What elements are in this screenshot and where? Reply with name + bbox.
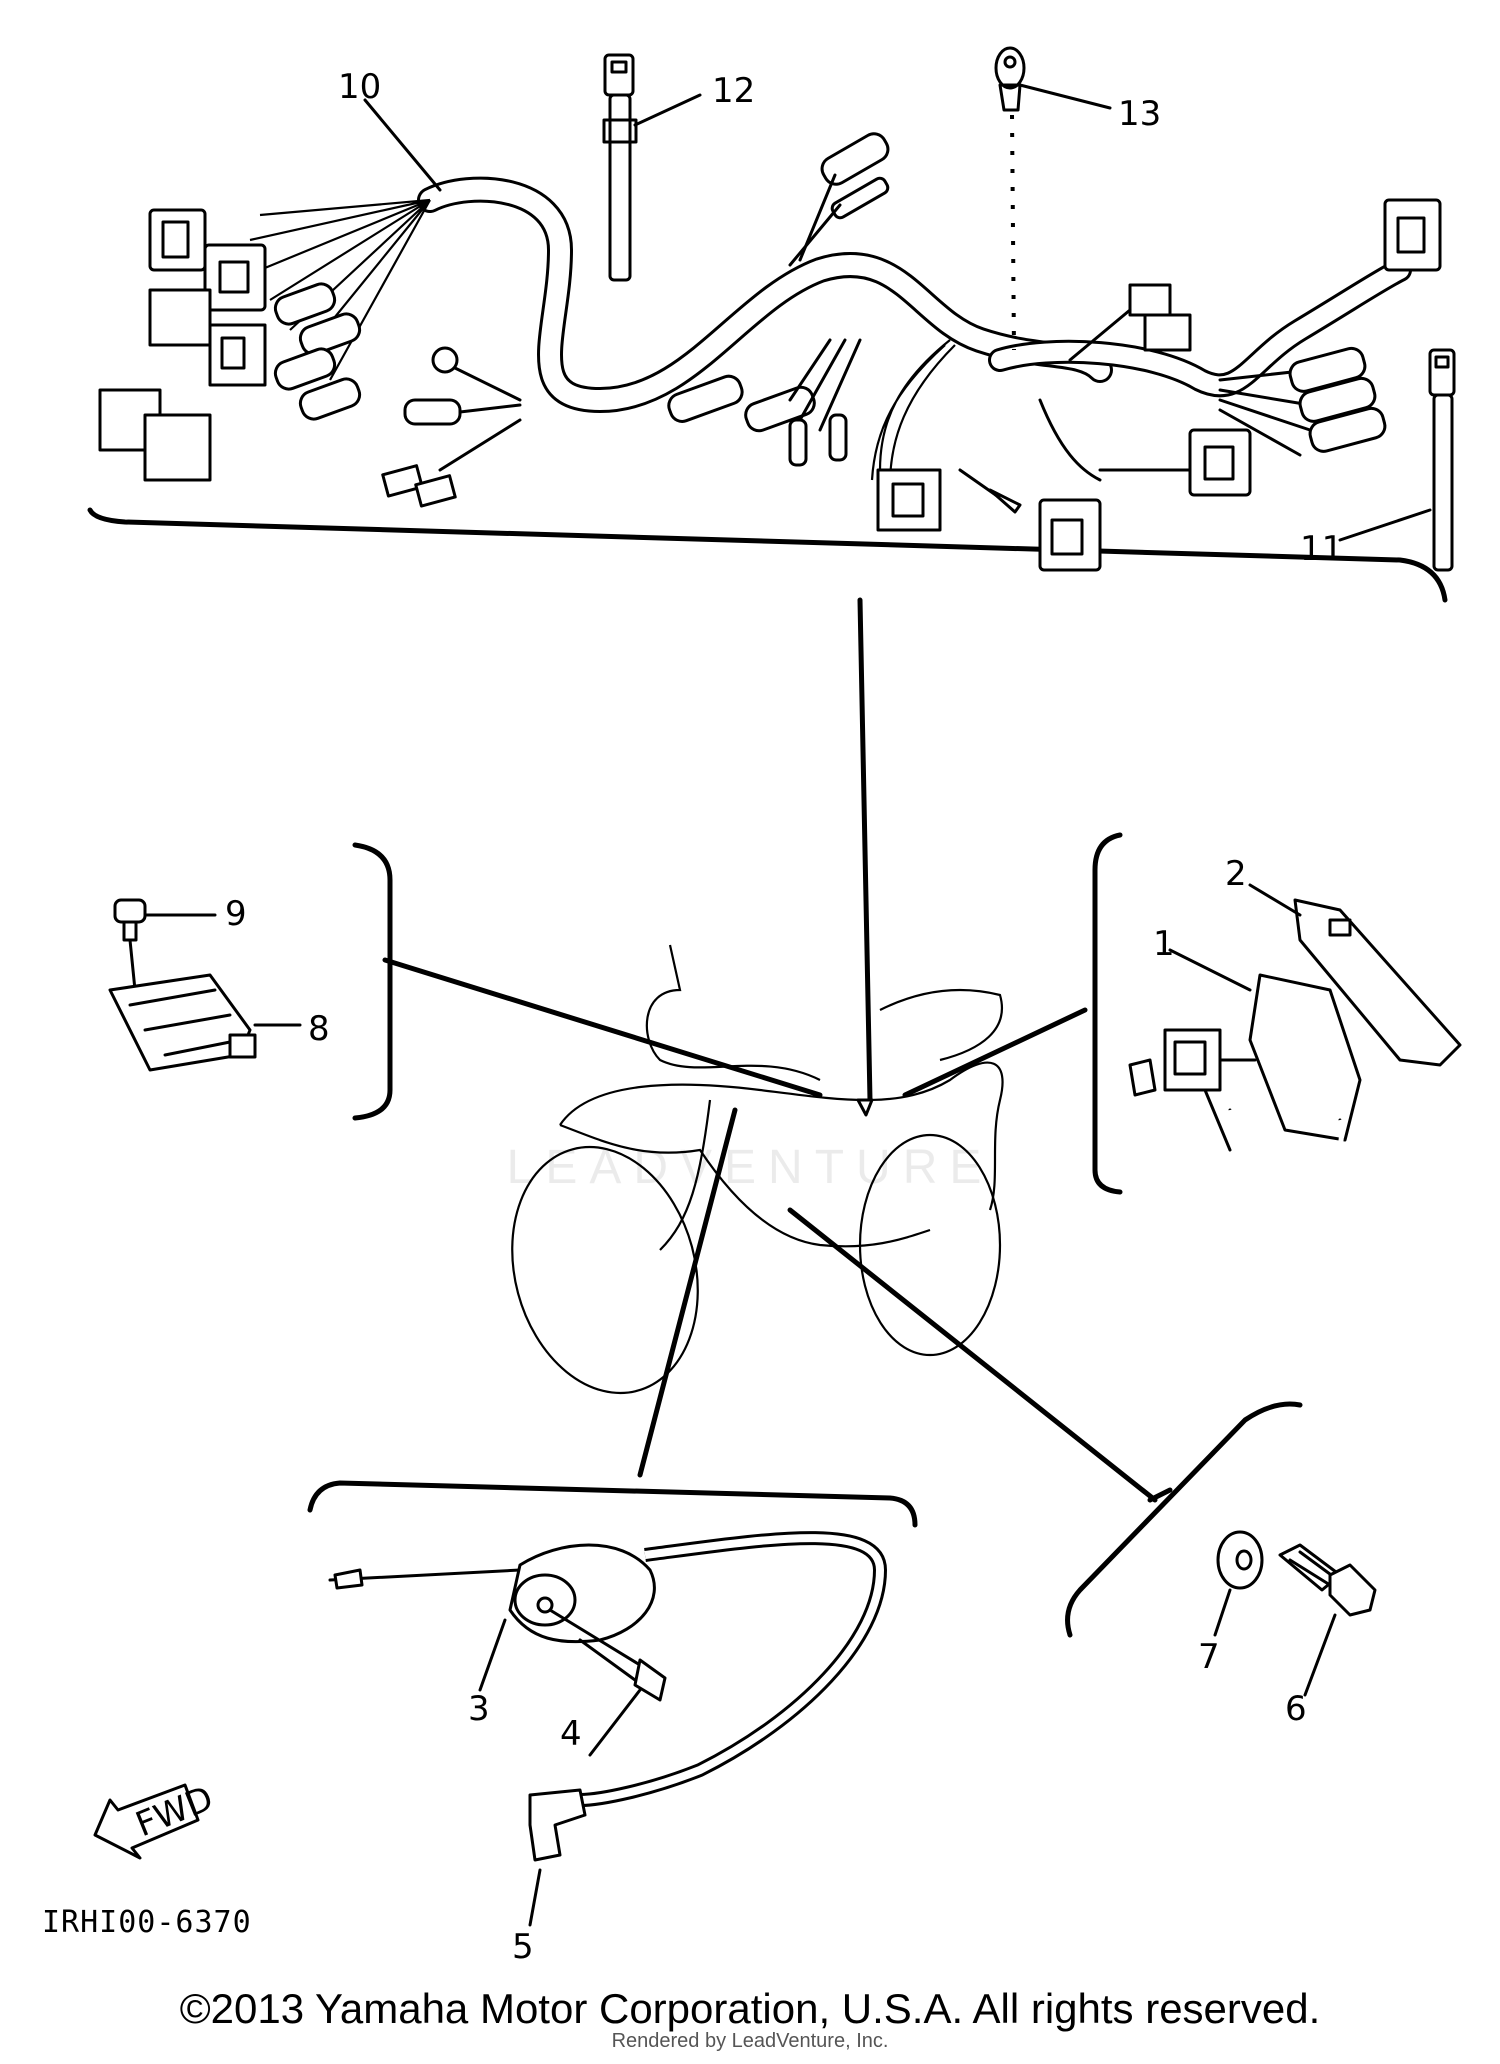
callout-2: 2: [1225, 854, 1247, 894]
callout-3: 3: [468, 1689, 490, 1729]
callout-4: 4: [560, 1714, 582, 1754]
callout-12: 12: [712, 71, 755, 111]
callout-10: 10: [338, 67, 381, 107]
rectifier-leader-line: [382, 957, 823, 1098]
callout-8: 8: [308, 1009, 330, 1049]
motorcycle-outline: [511, 944, 1004, 1395]
cable-tie-11: [1428, 348, 1456, 572]
callout-6: 6: [1285, 1689, 1307, 1729]
callout-7: 7: [1198, 1637, 1220, 1677]
callout-11: 11: [1300, 529, 1343, 569]
wire-harness-group: [87, 46, 1456, 603]
fwd-arrow: [93, 1783, 200, 1860]
rectifier-group: [108, 842, 393, 1121]
callout-9: 9: [225, 894, 247, 934]
bolt-washer-group: [1065, 1401, 1377, 1697]
callout-13: 13: [1118, 94, 1161, 134]
cdi-leader-line: [902, 1007, 1088, 1098]
cdi-unit-group: [1092, 832, 1462, 1195]
drawing-code: IRHI00-6370: [42, 1905, 252, 1940]
callout-5: 5: [512, 1927, 534, 1967]
bolt-leader-line: [787, 1207, 1158, 1503]
render-credit: Rendered by LeadVenture, Inc.: [611, 2030, 889, 2052]
watermark: LEADVENTURE: [506, 1141, 994, 1194]
clip-13: [994, 46, 1026, 351]
callout-1: 1: [1153, 924, 1175, 964]
coil-leader-line: [637, 1107, 738, 1478]
ignition-coil-group: [307, 1480, 918, 1927]
harness-leader-line: [857, 597, 873, 1103]
cable-tie-12: [602, 53, 638, 282]
copyright-notice: ©2013 Yamaha Motor Corporation, U.S.A. A…: [179, 1985, 1321, 2032]
